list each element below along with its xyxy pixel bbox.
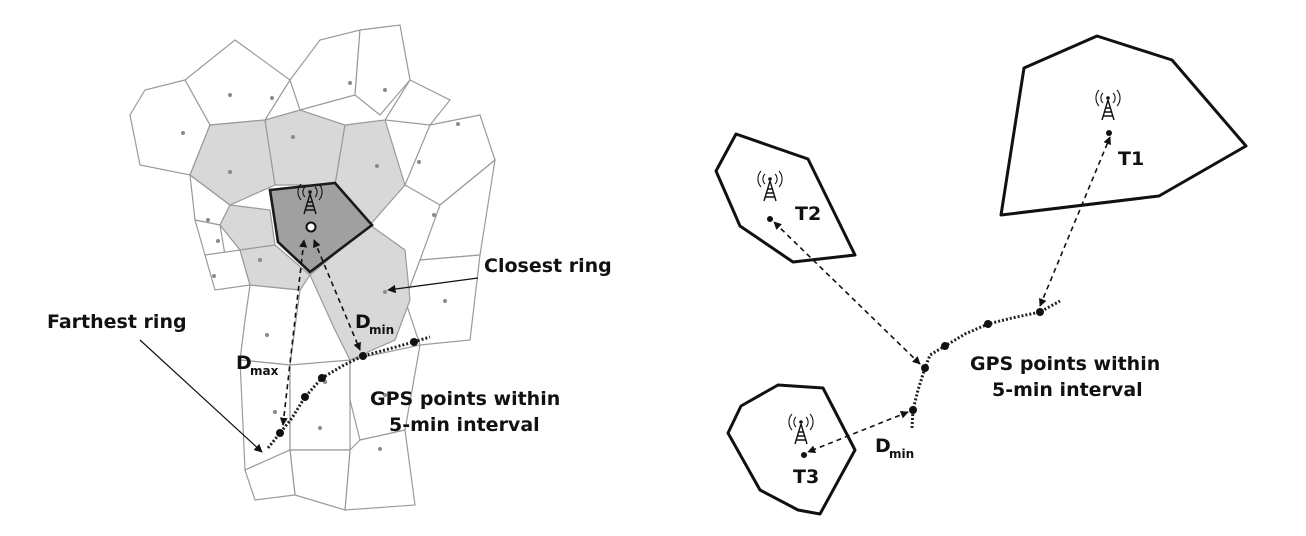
svg-text:D: D (875, 435, 891, 457)
t2-label: T2 (795, 203, 821, 225)
closest-ring-cell (334, 119, 406, 226)
dmax-arrow (279, 239, 308, 426)
t2-coverage-area (714, 132, 857, 264)
voronoi-cell (354, 24, 411, 116)
t1-label: T1 (1118, 148, 1144, 170)
svg-text:min: min (369, 323, 394, 337)
t1-point (1106, 130, 1112, 136)
right-gps-label-line1: GPS points within (970, 353, 1160, 375)
svg-text:min: min (889, 447, 914, 461)
cell-seed-points (181, 81, 460, 451)
left-dmin-label: D min (355, 311, 394, 337)
serving-tower-point (305, 221, 317, 233)
t2-point (767, 216, 773, 222)
left-gps-label-line2: 5-min interval (389, 414, 540, 436)
closest-ring-label: Closest ring (484, 255, 612, 277)
closest-ring-pointer (387, 277, 479, 294)
left-dmax-label: D max (236, 352, 279, 378)
t3-point (801, 452, 807, 458)
closest-ring-cell (264, 109, 346, 186)
closest-ring-cell (189, 119, 276, 206)
svg-text:D: D (355, 311, 371, 333)
t3-label: T3 (793, 466, 819, 488)
closest-ring-cell (219, 204, 276, 251)
svg-text:max: max (250, 364, 279, 378)
right-gps-label-line2: 5-min interval (992, 379, 1143, 401)
right-dmin-label: D min (875, 435, 914, 461)
dmin-arrow (313, 239, 361, 351)
gps-track-right (909, 299, 1061, 429)
voronoi-cell (289, 449, 351, 511)
t3-coverage-area (726, 383, 857, 516)
voronoi-cell (244, 449, 296, 501)
voronoi-cell (289, 29, 361, 111)
left-gps-label-line1: GPS points within (370, 388, 560, 410)
svg-text:D: D (236, 352, 252, 374)
t1-coverage-area (999, 34, 1248, 217)
voronoi-cell (404, 254, 481, 346)
farthest-ring-pointer (139, 339, 263, 453)
farthest-ring-label: Farthest ring (47, 311, 187, 333)
t1-distance-arrow (1039, 136, 1111, 307)
voronoi-cell (344, 429, 416, 511)
voronoi-map (129, 24, 496, 511)
t2-distance-arrow (773, 221, 921, 365)
